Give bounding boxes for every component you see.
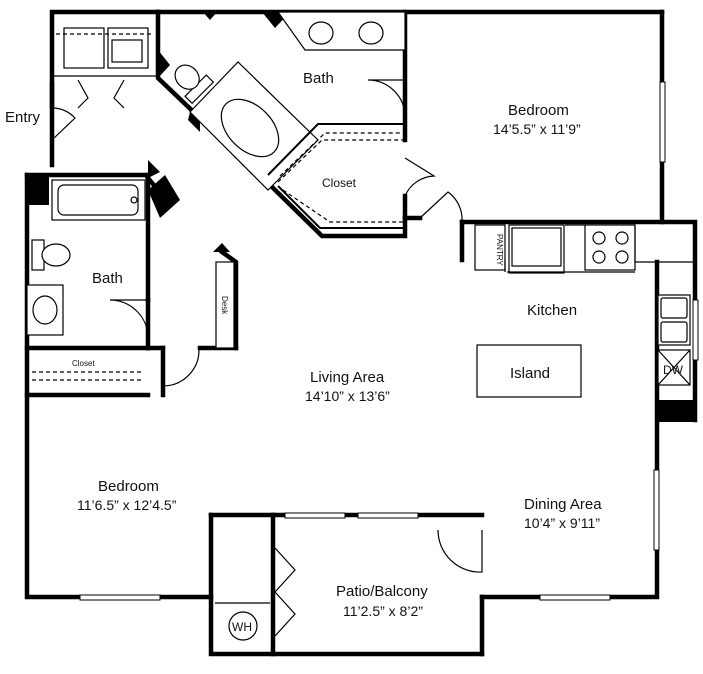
label-dw: DW: [663, 363, 684, 377]
label-living-dim: 14’10” x 13’6”: [305, 388, 390, 404]
label-bath-top: Bath: [303, 70, 334, 87]
left-closet: [32, 349, 200, 387]
labels: Entry Bath Bedroom 14’5.5” x 11’9” Close…: [5, 70, 684, 634]
label-dining-dim: 10’4” x 9’11”: [524, 515, 600, 531]
label-pantry: PANTRY: [495, 234, 504, 266]
label-bedroom-left: Bedroom: [98, 478, 159, 495]
label-bath-left: Bath: [92, 270, 123, 287]
label-patio-dim: 11’2.5” x 8’2”: [343, 603, 423, 619]
entry-closet: [51, 27, 158, 141]
label-living: Living Area: [310, 369, 385, 386]
desk: [213, 243, 235, 349]
label-bedroom-right-dim: 14’5.5” x 11’9”: [493, 121, 581, 137]
label-wh: WH: [232, 620, 252, 634]
label-desk: Desk: [220, 296, 229, 315]
center-closet: [267, 123, 463, 229]
label-closet-center: Closet: [322, 176, 357, 190]
label-patio: Patio/Balcony: [336, 583, 428, 600]
label-entry: Entry: [5, 109, 41, 126]
label-bedroom-left-dim: 11’6.5” x 12’4.5”: [77, 497, 177, 513]
left-bath: [26, 160, 180, 339]
label-bedroom-right: Bedroom: [508, 102, 569, 119]
label-dining: Dining Area: [524, 496, 602, 513]
label-closet-left: Closet: [72, 359, 95, 368]
walls: [24, 9, 698, 657]
master-bath: [158, 11, 406, 191]
windows: [79, 81, 699, 655]
label-kitchen: Kitchen: [527, 302, 577, 319]
kitchen: [474, 224, 696, 422]
patio: [215, 529, 483, 641]
label-island: Island: [510, 365, 550, 382]
